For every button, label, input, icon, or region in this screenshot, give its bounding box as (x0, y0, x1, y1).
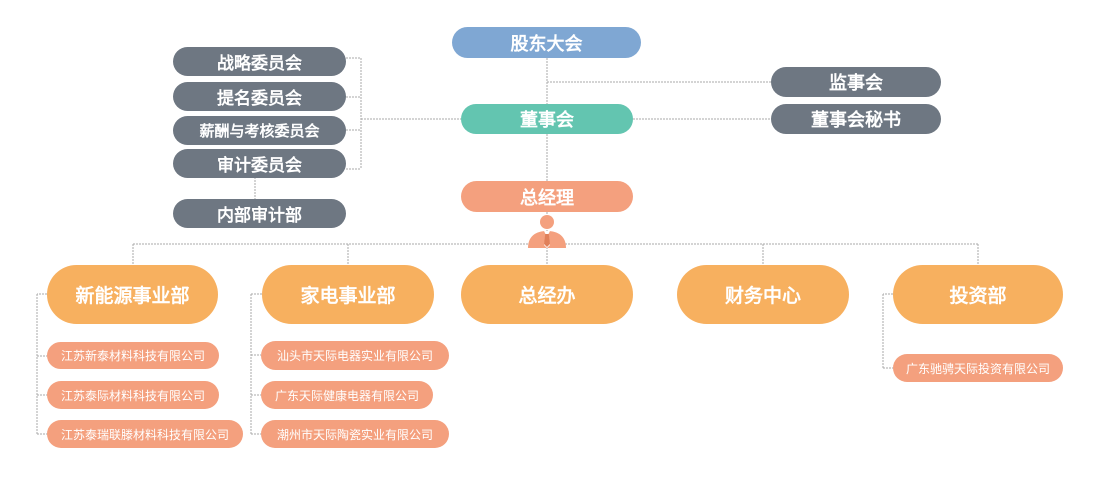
department-appliances: 家电事业部 (262, 265, 434, 324)
subsidiary-item: 汕头市天际电器实业有限公司 (261, 341, 449, 370)
department-investment: 投资部 (893, 265, 1063, 324)
subsidiary-item: 潮州市天际陶瓷实业有限公司 (261, 420, 449, 448)
board-secretary-node: 董事会秘书 (771, 104, 941, 134)
subsidiary-item: 广东天际健康电器有限公司 (261, 381, 433, 409)
compensation-committee-node: 薪酬与考核委员会 (173, 116, 346, 145)
department-finance: 财务中心 (677, 265, 849, 324)
audit-committee-node: 审计委员会 (173, 149, 346, 178)
person-with-tie-icon (528, 215, 566, 248)
strategy-committee-node: 战略委员会 (173, 47, 346, 76)
department-gm-office: 总经办 (461, 265, 633, 324)
general-manager-node: 总经理 (461, 181, 633, 212)
supervisory-board-node: 监事会 (771, 67, 941, 97)
subsidiary-item: 江苏泰际材料科技有限公司 (47, 381, 219, 409)
board-of-directors-node: 董事会 (461, 104, 633, 134)
nomination-committee-node: 提名委员会 (173, 82, 346, 111)
department-new-energy: 新能源事业部 (47, 265, 218, 324)
internal-audit-node: 内部审计部 (173, 199, 346, 228)
subsidiary-item: 江苏新泰材料科技有限公司 (47, 342, 219, 369)
subsidiary-item: 江苏泰瑞联滕材料科技有限公司 (47, 420, 243, 448)
subsidiary-item: 广东驰骋天际投资有限公司 (893, 354, 1063, 382)
shareholders-meeting-node: 股东大会 (452, 27, 641, 58)
